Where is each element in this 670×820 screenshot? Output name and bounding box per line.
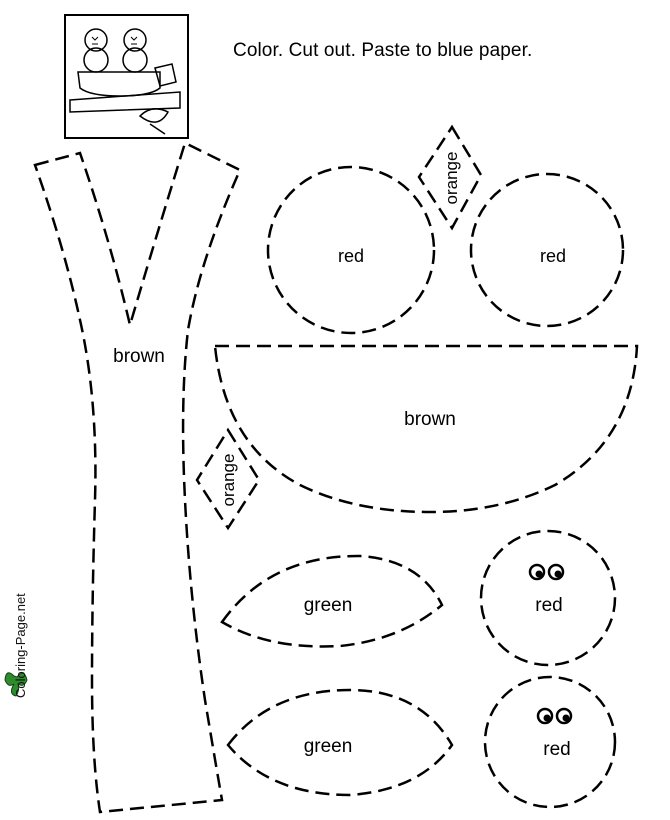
body-right-cutout	[469, 172, 625, 328]
beak-top-color-label: orange	[442, 152, 461, 205]
leaf-bottom-cutout	[226, 688, 454, 797]
eyes-top-icon	[528, 563, 565, 581]
head-bottom-cutout	[483, 675, 617, 809]
head-top-color-label: red	[535, 595, 562, 616]
body-left-cutout	[266, 165, 436, 335]
leaf-bottom-color-label: green	[304, 736, 353, 757]
beak-left-cutout	[195, 427, 261, 531]
trunk-color-label: brown	[113, 346, 165, 367]
nest-cutout	[213, 344, 639, 514]
leaf-top-color-label: green	[304, 595, 353, 616]
beak-top-cutout	[417, 124, 483, 231]
butterfly-icon	[4, 672, 28, 697]
eyes-bottom-icon	[536, 707, 573, 725]
head-bottom-color-label: red	[543, 739, 570, 760]
finished-picture-thumbnail-icon	[64, 14, 189, 139]
trunk-cutout	[33, 141, 242, 814]
beak-left-color-label: orange	[219, 454, 238, 507]
watermark-text: Coloring-Page.net	[13, 593, 28, 698]
leaf-top-cutout	[220, 554, 444, 648]
instructions-text: Color. Cut out. Paste to blue paper.	[233, 40, 533, 61]
body-right-color-label: red	[540, 246, 566, 266]
nest-color-label: brown	[404, 409, 456, 430]
head-top-cutout	[479, 529, 617, 667]
body-left-color-label: red	[338, 246, 364, 266]
